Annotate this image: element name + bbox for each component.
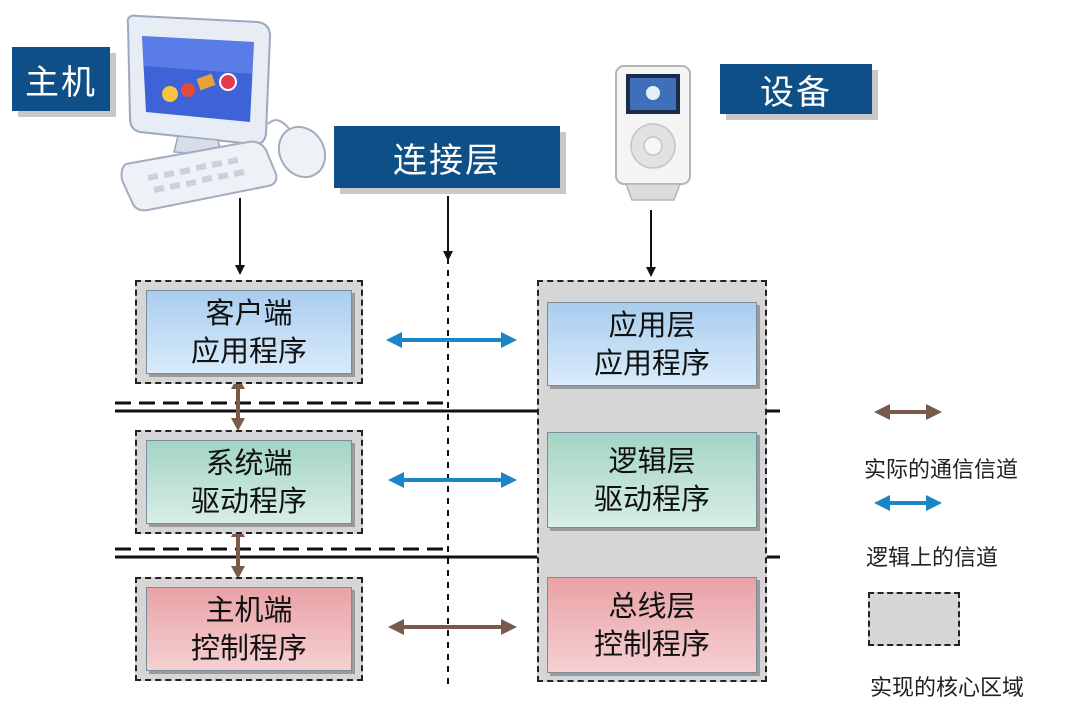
bus-controller-line1: 总线层	[608, 589, 696, 623]
logic-driver-line1: 逻辑层	[608, 444, 696, 478]
client-app-line1: 客户端	[205, 296, 293, 330]
host-controller-line1: 主机端	[205, 593, 293, 627]
device-app-line1: 应用层	[608, 308, 696, 342]
legend-logical-channel-label: 逻辑上的信道	[866, 546, 999, 571]
client-app-line2: 应用程序	[190, 334, 307, 368]
bus-controller-block: 总线层 控制程序	[547, 577, 757, 673]
legend-actual-arrow	[874, 404, 942, 420]
logic-driver-line2: 驱动程序	[593, 482, 710, 516]
actual-channel-arrow-controller	[388, 619, 517, 635]
client-app-block: 客户端 应用程序	[146, 290, 352, 374]
device-title: 设备	[720, 64, 872, 114]
host-controller-block: 主机端 控制程序	[146, 587, 352, 671]
host-title: 主机	[12, 47, 110, 111]
legend-actual-channel-label: 实际的通信信道	[864, 458, 1019, 483]
host-controller-line2: 控制程序	[190, 631, 307, 665]
logic-driver-block: 逻辑层 驱动程序	[547, 432, 757, 528]
connection-layer-title: 连接层	[334, 126, 560, 188]
system-driver-block: 系统端 驱动程序	[146, 440, 352, 524]
bus-controller-line2: 控制程序	[593, 627, 710, 661]
device-app-line2: 应用程序	[593, 346, 710, 380]
legend-core-area-swatch	[868, 592, 960, 646]
computer-icon	[120, 14, 327, 212]
ipod-device-icon	[615, 65, 691, 201]
connection-layer-title-label: 连接层	[393, 140, 501, 181]
legend-core-area-label: 实现的核心区域	[870, 676, 1025, 701]
system-driver-line1: 系统端	[205, 446, 293, 480]
logical-channel-arrow-driver	[388, 472, 517, 488]
legend-logical-arrow	[874, 495, 942, 511]
logical-channel-arrow-app	[386, 332, 517, 348]
system-driver-line2: 驱动程序	[190, 484, 307, 518]
host-title-label: 主机	[25, 62, 97, 103]
device-app-block: 应用层 应用程序	[547, 302, 757, 386]
device-title-label: 设备	[760, 72, 832, 113]
